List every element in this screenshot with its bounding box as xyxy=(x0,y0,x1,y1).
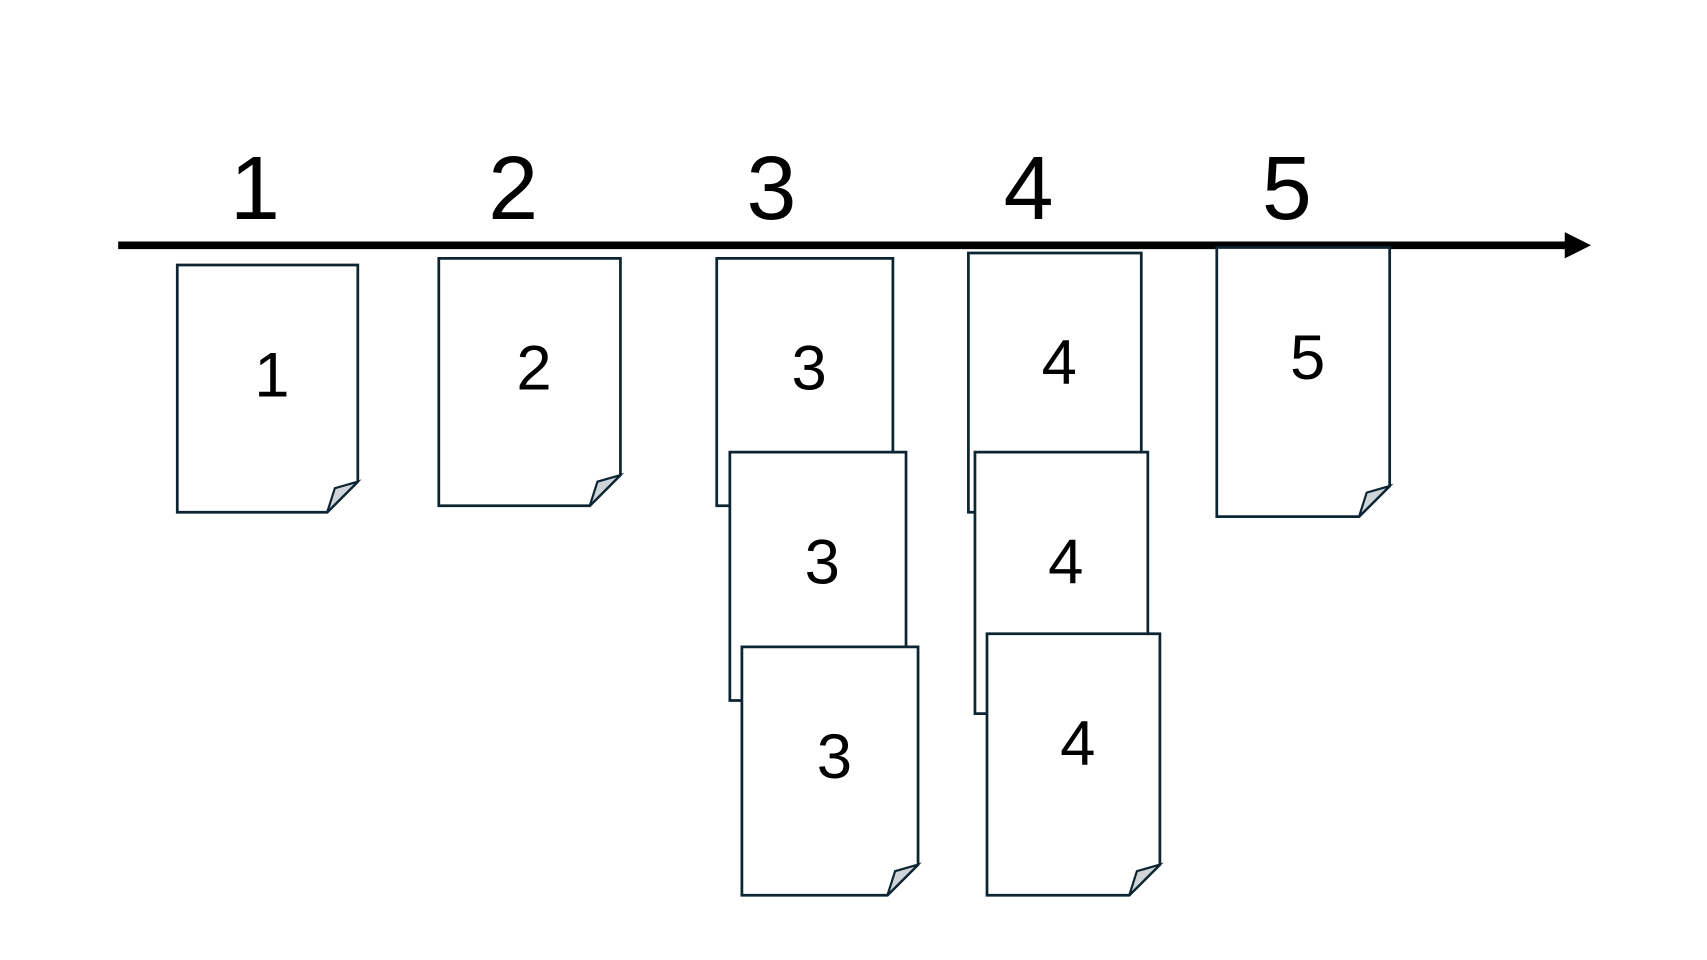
timeline-label: 2 xyxy=(488,139,538,239)
document-page: 2 xyxy=(437,257,625,508)
page-fold-icon xyxy=(1128,862,1164,897)
timeline-label: 4 xyxy=(1004,139,1054,239)
document-number: 3 xyxy=(817,722,852,792)
document-number: 4 xyxy=(1048,527,1083,597)
document-number: 3 xyxy=(792,334,827,404)
document-number: 4 xyxy=(1042,328,1077,398)
page-fold-icon xyxy=(326,479,362,514)
document-page: 5 xyxy=(1215,246,1394,519)
timeline-labels: 1 2 3 4 5 xyxy=(230,139,1312,239)
document-page: 4 xyxy=(985,632,1164,897)
timeline-axis xyxy=(118,232,1592,259)
axis-arrowhead-icon xyxy=(1564,232,1592,259)
page-fold-icon xyxy=(1357,483,1394,518)
document-page: 1 xyxy=(175,263,362,514)
page-fold-icon xyxy=(588,472,625,507)
document-number: 2 xyxy=(516,334,551,404)
document-number: 4 xyxy=(1060,709,1095,779)
document-number: 1 xyxy=(254,340,289,410)
timeline-label: 5 xyxy=(1262,139,1312,239)
document-page: 3 xyxy=(740,645,922,897)
timeline-label: 1 xyxy=(230,139,280,239)
document-number: 3 xyxy=(805,527,840,597)
page-fold-icon xyxy=(886,862,922,897)
document-number: 5 xyxy=(1290,323,1325,393)
documents: 1 2 3 3 3 4 4 4 5 xyxy=(175,246,1394,897)
timeline-label: 3 xyxy=(746,139,796,239)
